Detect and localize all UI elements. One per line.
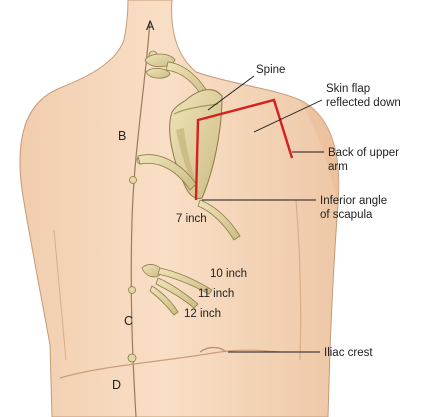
label-rib-11: 11 inch <box>198 288 234 300</box>
label-skin-flap-line2: reflected down <box>326 97 401 109</box>
rib-10 <box>157 267 213 295</box>
shoulder-shade <box>300 100 339 205</box>
iliac-crest-fold <box>199 346 227 353</box>
label-skin-flap-line1: Skin flap <box>326 83 370 95</box>
label-inferior-angle-line2: of scapula <box>320 209 373 221</box>
rib-mid <box>137 154 197 191</box>
label-skin-flap: Skin flap reflected down <box>326 83 401 109</box>
arm-crease-right <box>295 199 302 361</box>
vertebra-marker <box>128 286 136 294</box>
scapula-shadow <box>176 128 200 196</box>
arm-crease-left <box>53 229 67 361</box>
iliac-crest-line <box>59 349 281 379</box>
incision-line <box>194 98 294 201</box>
upper-vertebra-bone-2 <box>145 68 171 79</box>
spine-letter-d: D <box>112 378 121 392</box>
torso <box>19 0 340 417</box>
label-rib-7: 7 inch <box>176 213 207 225</box>
label-rib-12: 12 inch <box>184 308 221 320</box>
label-back-upper-arm: Back of upper arm <box>328 147 402 173</box>
spine-letter-b: B <box>118 129 126 143</box>
leader-spine <box>207 75 255 111</box>
spine-letter-a: A <box>146 19 155 33</box>
spine-letter-c: C <box>124 314 133 328</box>
vertebra-marker <box>129 176 137 184</box>
label-spine: Spine <box>256 64 285 76</box>
leader-skin-flap <box>253 99 323 133</box>
rib-7 <box>197 199 241 241</box>
label-iliac-crest: Iliac crest <box>324 347 373 359</box>
label-inferior-angle: Inferior angle of scapula <box>320 195 390 221</box>
label-back-upper-arm-line2: arm <box>328 161 348 173</box>
label-rib-10: 10 inch <box>210 268 247 280</box>
vertebra-marker <box>127 353 137 363</box>
label-back-upper-arm-line1: Back of upper <box>328 147 399 159</box>
label-inferior-angle-line1: Inferior angle <box>320 195 387 207</box>
rib-12 <box>149 285 179 316</box>
scapula-spine-ridge <box>173 103 219 115</box>
rib-11 <box>155 277 199 309</box>
